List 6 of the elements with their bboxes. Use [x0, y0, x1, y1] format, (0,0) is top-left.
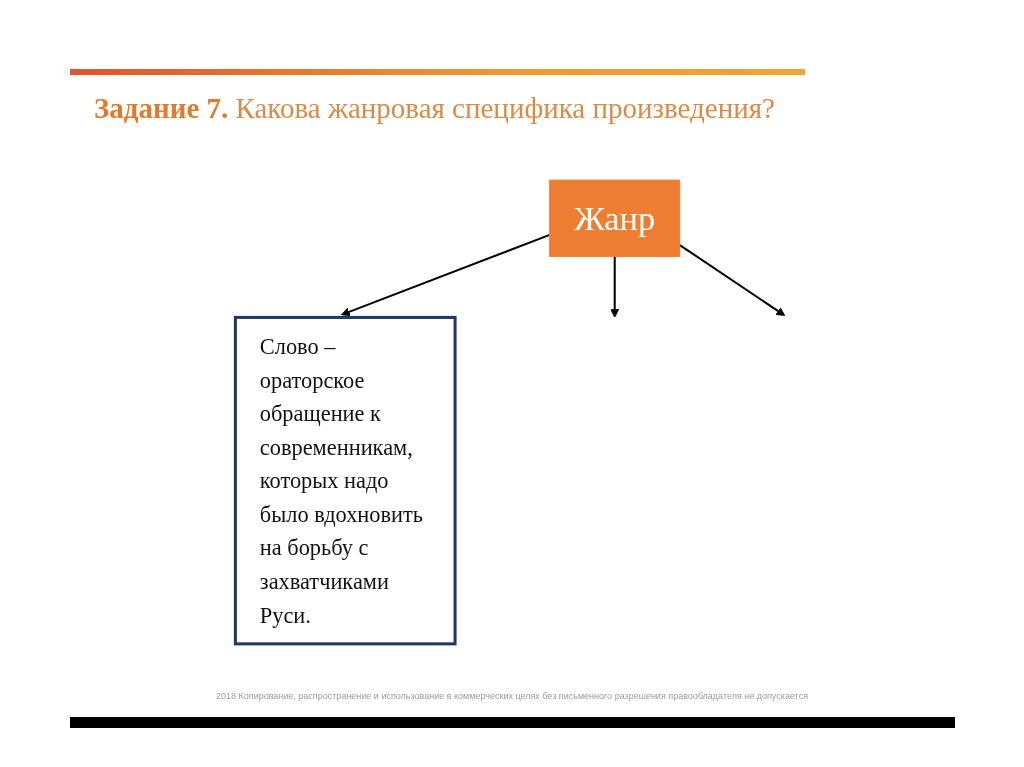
slide-title: Задание 7. Какова жанровая специфика произведения?: [94, 92, 775, 125]
arrow: [679, 244, 786, 317]
node-box: Жанр: [549, 179, 681, 257]
arrow: [610, 256, 620, 318]
copyright-notice: 2018 Копирование, распространение и использование в коммерческих целях без письменного разрешения правообладателя не допускается: [215, 691, 809, 701]
node-box: Слово – ораторское обращение к современникам, которых надо было вдохновить на борьбу с захватчиками Руси.: [233, 315, 457, 646]
